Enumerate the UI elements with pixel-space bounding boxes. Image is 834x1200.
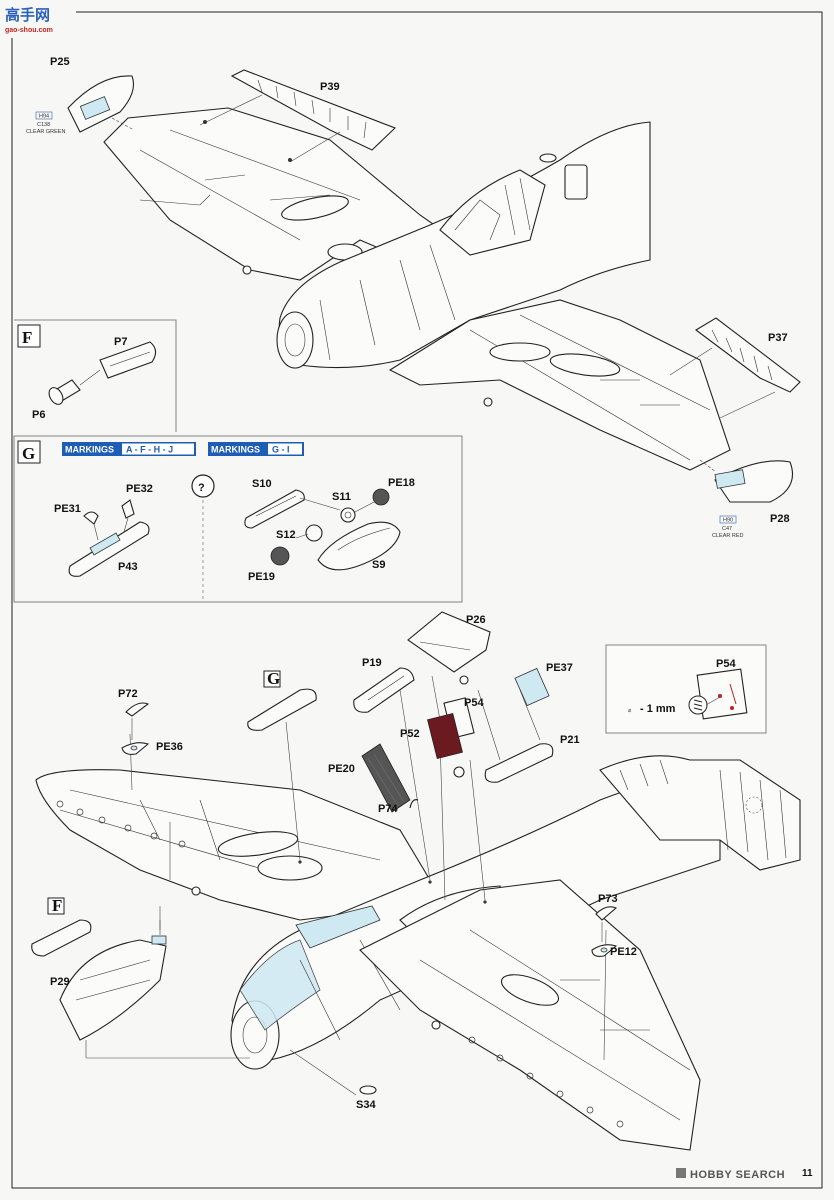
svg-text:MARKINGS: MARKINGS [211,445,260,455]
step-g-box: G [13,435,463,603]
label-p7: P7 [114,336,127,348]
svg-text:CLEAR GREEN: CLEAR GREEN [26,129,65,135]
upper-wing-assembly [103,107,731,471]
label-p25: P25 [50,56,70,68]
label-p28: P28 [770,513,790,525]
color-callout-p28: H90 C47 CLEAR RED [712,515,744,539]
label-p19: P19 [362,657,382,669]
part-p52 [427,712,463,760]
label-p39: P39 [320,81,340,93]
svg-text:MARKINGS: MARKINGS [65,445,114,455]
label-p43: P43 [118,561,138,573]
part-pe37 [514,667,550,707]
label-pe37: PE37 [546,662,573,674]
svg-text:CLEAR RED: CLEAR RED [712,533,744,539]
label-p52: P52 [400,728,420,740]
label-p37: P37 [768,332,788,344]
aileron-part-p37 [669,317,801,419]
svg-text:gao-shou.com: gao-shou.com [5,27,53,34]
label-pe18: PE18 [388,477,415,489]
part-p73 [591,906,618,957]
label-p54: P54 [464,697,484,709]
label-pe36: PE36 [156,741,183,753]
svg-text:?: ? [198,482,205,494]
label-p29: P29 [50,976,70,988]
part-p26 [407,611,491,673]
label-s10: S10 [252,478,272,490]
markings-badge-2: MARKINGS G - I [208,442,304,456]
label-p21: P21 [560,734,580,746]
svg-text:G: G [22,444,35,463]
markings-badge-1: MARKINGS A - F - H - J [62,442,196,456]
part-p74 [409,799,419,809]
label-p73: P73 [598,893,618,905]
label-s34: S34 [356,1099,376,1111]
label-p72: P72 [118,688,138,700]
label-s11: S11 [332,491,351,503]
drill-icon [688,695,708,715]
svg-text:F: F [52,896,62,915]
page-frame [11,11,823,1189]
part-p72 [121,702,150,755]
part-p19 [353,667,415,713]
svg-text:G: G [267,669,280,688]
part-p29-assembly: F [31,896,167,1058]
label-p74: P74 [378,803,398,815]
label-pe32: PE32 [126,483,153,495]
svg-text:H94: H94 [39,114,49,120]
wingtip-part-p25 [67,75,135,133]
label-pe19: PE19 [248,571,275,583]
svg-text:G - I: G - I [272,445,290,455]
step-f-box: F [14,319,177,432]
step-g-reference: G [247,669,317,731]
page-number: 11 [802,1168,813,1179]
inset-p54-box [605,644,767,734]
svg-text:高手网: 高手网 [5,6,50,24]
label-s9: S9 [372,559,385,571]
label-inset-p54: P54 [716,658,736,670]
diameter-symbol: ⌀ [628,708,632,714]
svg-text:H90: H90 [723,518,733,524]
aileron-part-p39 [199,69,397,163]
part-p43-assembly [68,499,150,577]
hobby-search-watermark: HOBBY SEARCH [676,1168,785,1181]
svg-text:C138: C138 [37,122,50,128]
label-s12: S12 [276,529,296,541]
part-pe20 [361,743,411,813]
wingtip-part-p28 [699,459,794,503]
label-pe20: PE20 [328,763,355,775]
label-inset-dimension: - 1 mm [640,703,676,715]
label-pe31: PE31 [54,503,81,515]
color-callout-p25: H94 C138 CLEAR GREEN [26,111,65,135]
part-s34 [359,1085,377,1095]
svg-text:C47: C47 [722,526,732,532]
label-p6: P6 [32,409,45,421]
svg-text:HOBBY SEARCH: HOBBY SEARCH [690,1169,785,1181]
question-mark-icon: ? [191,474,215,498]
part-p21 [484,743,554,783]
svg-text:F: F [22,328,32,347]
label-pe12: PE12 [610,946,637,958]
part-s10-assembly [244,488,401,571]
label-p26: P26 [466,614,486,626]
svg-text:A - F - H - J: A - F - H - J [126,445,173,455]
watermark-logo: 高手网 gao-shou.com [2,0,76,38]
